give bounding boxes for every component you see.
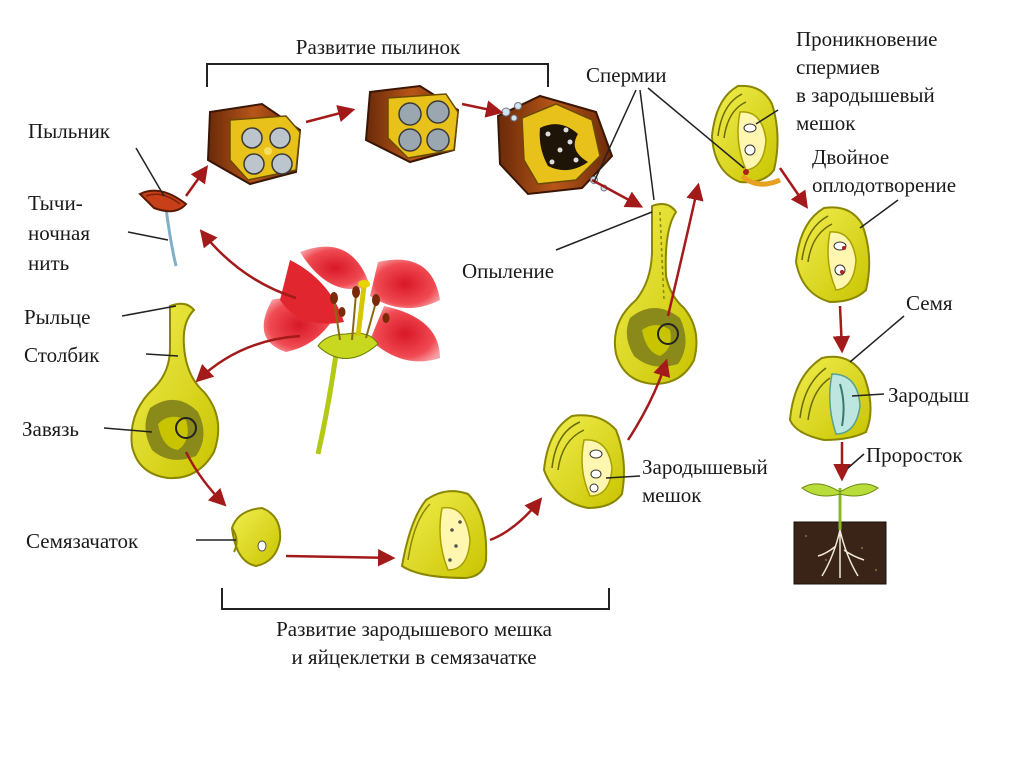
seed-label: Семя [906,291,953,315]
arrow-flower-to-pistil [195,334,301,383]
leader-style [145,353,179,357]
arrow-penetration-to-fertilization [778,167,808,209]
seedling-icon [793,483,887,585]
embryo-sac-development-label-line-1: Развитие зародышевого мешка [276,617,553,641]
sperm-penetration-label-line-2: спермиев [796,55,880,79]
embryo-sac-icon [542,414,625,510]
leader-sperm-3 [647,87,745,169]
sperm-penetration-label-line-3: в зародышевый [796,83,935,107]
arrow-development-to-embryo-sac [489,497,543,542]
leader-embryo [851,393,885,397]
leader-stigma [121,305,177,317]
arrow-fertilization-to-seed [832,305,851,354]
arrow-pollen-to-stigma [591,178,644,208]
embryo-label: Зародыш [888,383,969,407]
seed-icon [788,355,872,442]
leader-pollination [555,211,653,251]
leader-ovary [103,427,153,433]
style-label: Столбик [24,343,100,367]
anther-label: Пыльник [28,119,111,143]
filament-label-line-1: Тычи- [28,191,83,215]
arrow-anther-stage-1-to-2 [305,105,356,124]
embryo-sac-label-line-1: Зародышевый [642,455,768,479]
anther-stage-2-icon [364,84,460,164]
anther-stage-3-icon [496,94,614,196]
ovule-label: Семязачаток [26,529,139,553]
double-fertilization-icon [794,206,871,304]
ovary-label: Завязь [22,417,79,441]
flower-icon [263,246,440,455]
arrow-pistil-to-penetration [666,182,704,317]
arrow-ovary-to-ovule [184,451,227,507]
leader-penetration [755,109,779,125]
arrow-anther-to-development [184,165,209,197]
cycle-arrows [184,100,851,567]
embryo-sac-development-label-line-2: и яйцеклетки в семязачатке [291,645,536,669]
filament-label-line-3: нить [28,251,69,275]
ovule-icon [230,506,282,568]
leader-filament [127,231,169,241]
embryo-sac-label-line-2: мешок [642,483,702,507]
pistil-icon [130,302,220,480]
pollination-label: Опыление [462,259,554,283]
anther-development-bracket [206,63,549,87]
double-fertilization-label-line-2: оплодотворение [812,173,956,197]
sperm-penetration-icon [710,84,782,187]
sperm-penetration-label-line-1: Проникновение [796,27,938,51]
arrow-anther-stage-2-to-3 [461,100,504,118]
leader-embryo-sac [605,475,641,479]
leader-anther [135,147,165,197]
leader-seed [849,315,905,363]
sperm-penetration-label-line-4: мешок [796,111,856,135]
leader-sperm-1 [593,89,637,183]
leader-sprout [847,453,865,469]
sperm-label: Спермии [586,63,667,87]
double-fertilization-label-line-1: Двойное [812,145,889,169]
leader-lines [103,87,905,541]
arrow-ovule-to-development [285,548,396,567]
stigma-label: Рыльце [24,305,90,329]
leader-sperm-2 [639,89,655,201]
anther-development-label: Развитие пылинок [296,35,461,59]
arrow-embryo-sac-to-pistil [626,358,671,441]
stamen-icon [138,189,188,267]
leader-fertilization [859,199,899,229]
arrow-flower-to-stamen [199,229,297,300]
filament-label-line-2: ночная [28,221,90,245]
anther-stage-1-icon [206,102,302,186]
ovule-development-icon [400,490,488,580]
pollinated-pistil-icon [614,203,698,386]
embryo-sac-development-bracket [221,588,610,610]
sprout-label: Проросток [866,443,963,467]
